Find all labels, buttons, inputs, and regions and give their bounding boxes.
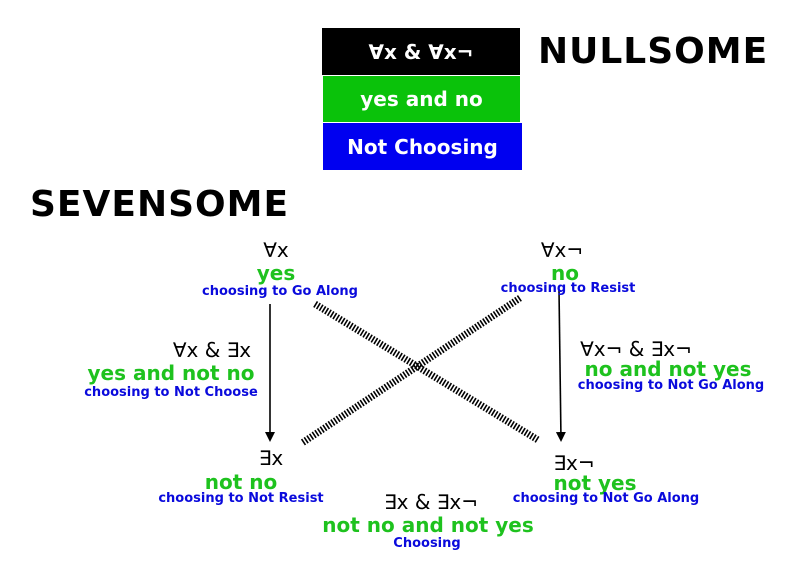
node-exists-both-choice: Choosing <box>393 536 461 551</box>
node-all-not-x-answer: no <box>551 261 579 285</box>
node-all-and-exists-logic: ∀x & ∃x <box>172 338 252 362</box>
node-exists-not-x-logic: ∃x¬ <box>553 451 595 475</box>
node-exists-both-answer: not no and not yes <box>322 513 534 537</box>
node-all-and-exists-choice: choosing to Not Choose <box>84 385 258 400</box>
node-all-x-logic: ∀x <box>263 238 289 262</box>
node-all-and-exists-answer: yes and not no <box>87 361 255 385</box>
node-all-not-x-choice: choosing to Resist <box>500 281 636 296</box>
nullsome-box-green: yes and no <box>323 76 520 122</box>
node-all-not-x-logic: ∀x¬ <box>540 238 584 262</box>
contrary-line-1 <box>313 301 540 443</box>
sevensome-heading: SEVENSOME <box>30 184 290 225</box>
nullsome-heading: NULLSOME <box>538 31 769 72</box>
contrary-line-2 <box>300 295 522 446</box>
node-exists-x-choice: choosing to Not Resist <box>158 491 324 506</box>
node-all-x-answer: yes <box>256 261 296 285</box>
node-exists-x-logic: ∃x <box>258 446 284 470</box>
node-all-not-and-exists-not-choice: choosing to Not Go Along <box>577 378 765 393</box>
node-all-not-and-exists-not-answer: no and not yes <box>584 357 752 381</box>
node-exists-not-x-answer: not yes <box>553 471 637 495</box>
node-exists-both-logic: ∃x & ∃x¬ <box>383 490 479 514</box>
node-all-x-choice: choosing to Go Along <box>202 284 358 299</box>
node-all-not-and-exists-not-logic: ∀x¬ & ∃x¬ <box>580 337 692 361</box>
nullsome-box-black: ∀x & ∀x¬ <box>322 28 520 75</box>
node-exists-not-x-choice: choosing to Not Go Along <box>512 491 700 506</box>
nullsome-box-blue: Not Choosing <box>323 123 522 170</box>
arrow-no-to-not-yes <box>555 289 566 442</box>
node-exists-x-answer: not no <box>204 470 278 494</box>
